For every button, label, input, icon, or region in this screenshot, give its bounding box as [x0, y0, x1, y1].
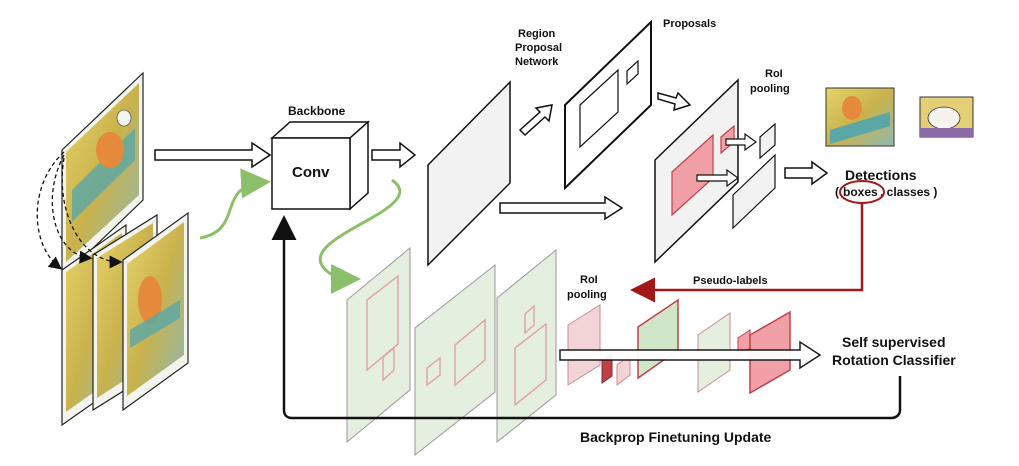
roi-pooling-bottom-label-line1: RoI — [580, 274, 598, 286]
detections-paren-open: ( — [835, 185, 839, 199]
proposals-plane — [564, 19, 652, 191]
ssl-feature-maps — [346, 246, 557, 457]
rpn-label-line1: Region — [518, 28, 556, 40]
roi-pooled-features-top — [696, 122, 776, 230]
detections-label: Detections — [845, 167, 917, 183]
conv-block — [270, 120, 370, 211]
input-images-rotated — [61, 211, 189, 427]
rpn-arrow — [518, 104, 553, 137]
backprop-arrow — [271, 215, 902, 420]
detections-boxes: boxes — [843, 185, 878, 199]
rpn-label-line3: Network — [515, 56, 559, 68]
conv-to-ssl-green-arrow — [318, 178, 402, 294]
conv-to-feature-arrow — [371, 141, 417, 169]
pseudo-labels-label: Pseudo-labels — [693, 275, 768, 287]
detection-thumbnail-1 — [825, 87, 895, 147]
input-image-original — [61, 71, 144, 280]
rpn-label-line2: Proposal — [515, 42, 562, 54]
proposals-to-roi-arrow — [657, 91, 692, 112]
roi-to-detections-arrow — [784, 160, 829, 186]
feature-map — [427, 80, 511, 267]
ssl-classifier-arrow — [559, 340, 822, 370]
backbone-label: Backbone — [288, 104, 346, 118]
rotation-dashed-arrows — [36, 151, 123, 270]
proposals-label: Proposals — [663, 18, 716, 30]
roi-plane-top — [654, 78, 739, 264]
ssl-label-line1: Self supervised — [842, 334, 946, 350]
pseudo-labels-arrow — [630, 203, 864, 303]
backprop-label: Backprop Finetuning Update — [580, 429, 772, 445]
roi-pooling-top-label-line2: pooling — [750, 83, 790, 95]
roi-pooling-top-label-line1: RoI — [765, 68, 783, 80]
feature-to-roi-arrow — [499, 195, 624, 221]
ssl-label-line2: Rotation Classifier — [832, 352, 956, 368]
ssl-pooled-features — [567, 298, 791, 395]
conv-label: Conv — [292, 164, 330, 181]
roi-pooling-bottom-label-line2: pooling — [567, 289, 607, 301]
input-to-conv-arrow — [154, 141, 272, 169]
rotated-to-conv-green-arrow — [199, 168, 271, 240]
detections-classes: , classes ) — [880, 185, 937, 199]
detection-thumbnail-2 — [919, 96, 974, 138]
